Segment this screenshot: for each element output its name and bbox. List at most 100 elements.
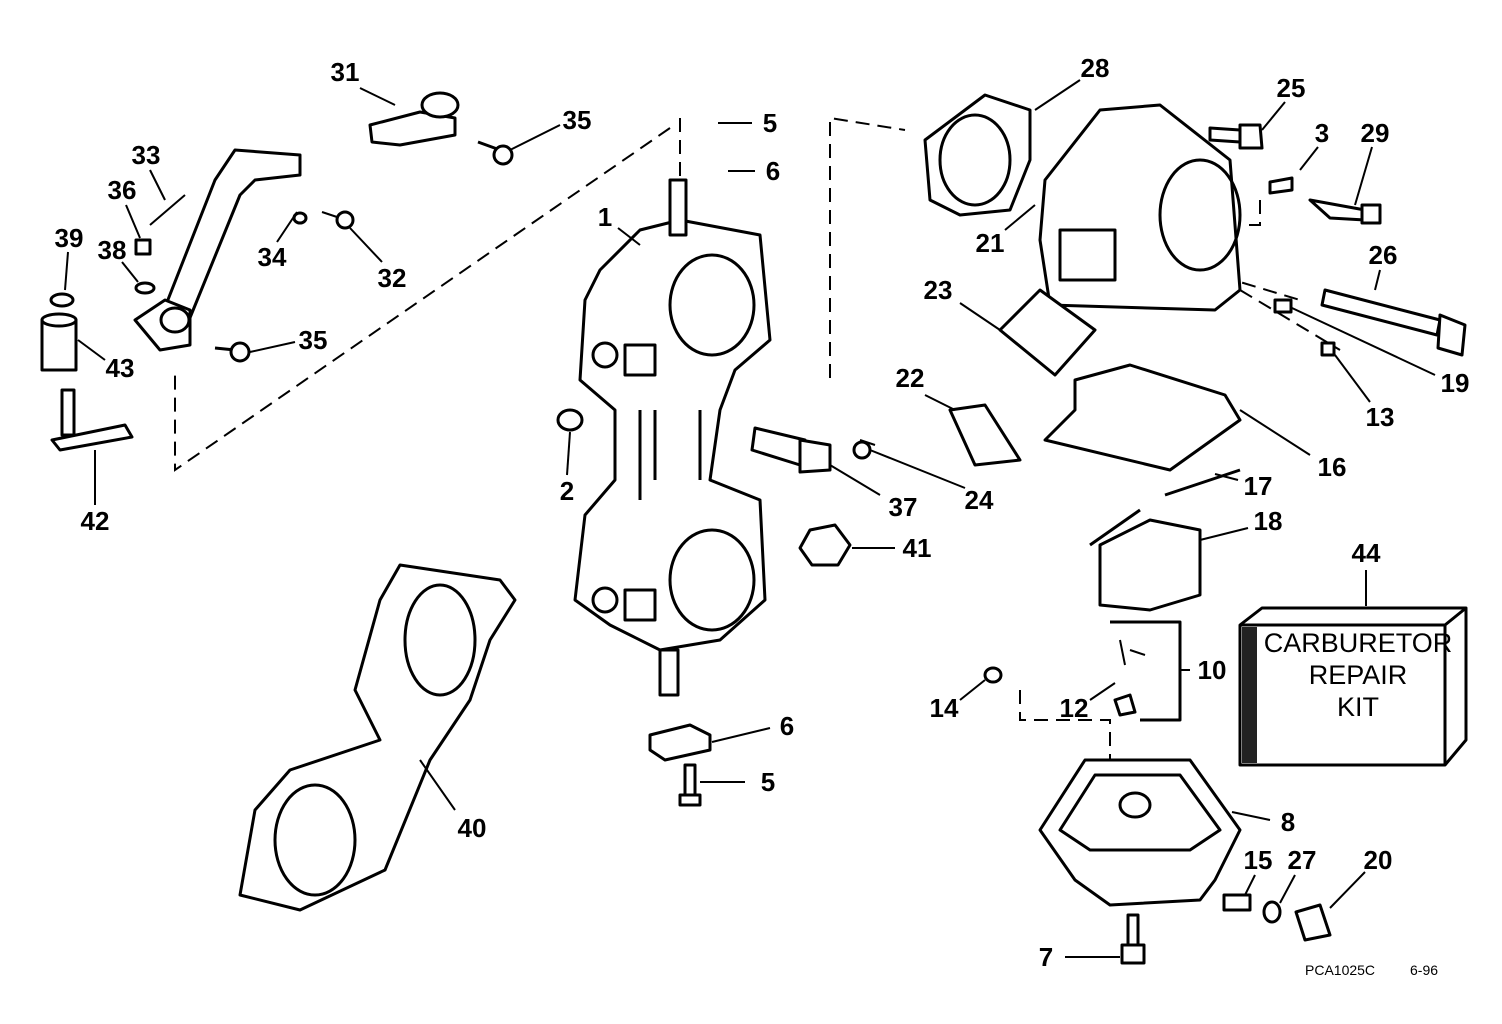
spring-33 bbox=[149, 194, 186, 226]
screw-25 bbox=[1208, 123, 1264, 150]
leader-line bbox=[1374, 269, 1381, 291]
leader-line bbox=[1329, 871, 1366, 909]
shaft-42 bbox=[50, 388, 134, 452]
leader-line bbox=[349, 227, 383, 263]
callout-number: 7 bbox=[1039, 942, 1053, 972]
gasket-28 bbox=[923, 93, 1032, 217]
washer-39 bbox=[49, 292, 75, 308]
leader-line bbox=[959, 679, 986, 701]
callout-number: 40 bbox=[458, 813, 487, 843]
callout-number: 5 bbox=[763, 108, 777, 138]
callout-number: 19 bbox=[1441, 368, 1470, 398]
callout-number: 17 bbox=[1244, 471, 1273, 501]
jet-3 bbox=[1268, 176, 1294, 195]
callout-number: 27 bbox=[1288, 845, 1317, 875]
leader-line bbox=[1089, 682, 1116, 701]
jet-19 bbox=[1273, 298, 1293, 314]
float-bowl-8 bbox=[1038, 758, 1242, 907]
callout-number: 21 bbox=[976, 228, 1005, 258]
callout-number: 23 bbox=[924, 275, 953, 305]
callout-number: 5 bbox=[761, 767, 775, 797]
callout-number: 28 bbox=[1081, 53, 1110, 83]
screw-7 bbox=[1120, 913, 1146, 965]
leader-line bbox=[1261, 101, 1286, 131]
leader-line bbox=[276, 211, 298, 243]
leader-line bbox=[419, 759, 456, 811]
callout-number: 26 bbox=[1369, 240, 1398, 270]
plug-2 bbox=[556, 408, 584, 432]
callout-number: 10 bbox=[1198, 655, 1227, 685]
screw-24 bbox=[852, 439, 876, 460]
callout-number: 29 bbox=[1361, 118, 1390, 148]
gasket-40 bbox=[238, 563, 517, 912]
leader-line bbox=[249, 341, 296, 353]
callout-number: 14 bbox=[930, 693, 959, 723]
callout-number: 24 bbox=[965, 485, 994, 515]
callout-number: 8 bbox=[1281, 807, 1295, 837]
callout-number: 18 bbox=[1254, 506, 1283, 536]
washer-27 bbox=[1262, 900, 1282, 924]
leader-line bbox=[1004, 204, 1036, 231]
figure-code: PCA1025C bbox=[1305, 962, 1375, 978]
clip-6 bbox=[648, 723, 712, 762]
plug-20 bbox=[1294, 903, 1332, 942]
leader-line bbox=[1299, 146, 1319, 171]
callout-number: 37 bbox=[889, 492, 918, 522]
bushing-43 bbox=[40, 312, 78, 372]
leader-line bbox=[924, 394, 956, 411]
callout-number: 12 bbox=[1060, 693, 1089, 723]
callout-number: 42 bbox=[81, 506, 110, 536]
leader-line bbox=[1354, 146, 1373, 206]
callout-number: 38 bbox=[98, 235, 127, 265]
callout-number: 36 bbox=[108, 175, 137, 205]
callout-number: 25 bbox=[1277, 73, 1306, 103]
kit-line-2: REPAIR bbox=[1309, 660, 1408, 690]
screw-35-lower bbox=[214, 341, 251, 363]
leader-line bbox=[509, 124, 561, 151]
callout-number: 41 bbox=[903, 533, 932, 563]
leader-line bbox=[1231, 811, 1271, 821]
kit-line-1: CARBURETOR bbox=[1264, 628, 1453, 658]
leader-line bbox=[77, 339, 106, 361]
kit-line-3: KIT bbox=[1337, 692, 1379, 722]
leader-line bbox=[1334, 354, 1371, 403]
screw-32 bbox=[321, 210, 355, 230]
leader-line bbox=[1239, 409, 1311, 456]
screw-35-upper bbox=[477, 140, 514, 166]
screw-5 bbox=[678, 763, 702, 807]
callout-number: 22 bbox=[896, 363, 925, 393]
callout-number: 15 bbox=[1244, 845, 1273, 875]
callout-number: 32 bbox=[378, 263, 407, 293]
leader-line bbox=[1034, 79, 1081, 111]
part-1-carburetor-body bbox=[573, 178, 772, 697]
callout-number: 6 bbox=[780, 711, 794, 741]
leader-line bbox=[1279, 874, 1296, 904]
plug-13 bbox=[1320, 341, 1336, 357]
leader-line bbox=[125, 204, 141, 239]
leader-line bbox=[566, 431, 571, 476]
callout-number: 1 bbox=[598, 202, 612, 232]
callout-number: 16 bbox=[1318, 452, 1347, 482]
leader-line bbox=[829, 464, 881, 496]
screw-15 bbox=[1222, 893, 1252, 912]
leader-line bbox=[869, 449, 966, 489]
leader-line bbox=[1214, 473, 1239, 481]
plate-23 bbox=[998, 288, 1097, 377]
callout-number: 6 bbox=[766, 156, 780, 186]
needle-valve-12 bbox=[1113, 639, 1146, 717]
repair-kit-box: CARBURETOR REPAIR KIT bbox=[1238, 606, 1468, 767]
screw-14 bbox=[983, 666, 1003, 684]
part-link-lever bbox=[133, 148, 302, 352]
callout-number: 35 bbox=[299, 325, 328, 355]
callout-number: 35 bbox=[563, 105, 592, 135]
nut-41 bbox=[798, 523, 852, 567]
callout-number: 34 bbox=[258, 242, 287, 272]
callout-number: 33 bbox=[132, 140, 161, 170]
callout-number: 20 bbox=[1364, 845, 1393, 875]
figure-date: 6-96 bbox=[1410, 962, 1438, 978]
leader-line bbox=[1291, 307, 1436, 376]
leader-line bbox=[1244, 874, 1256, 896]
needle-29 bbox=[1308, 198, 1382, 225]
